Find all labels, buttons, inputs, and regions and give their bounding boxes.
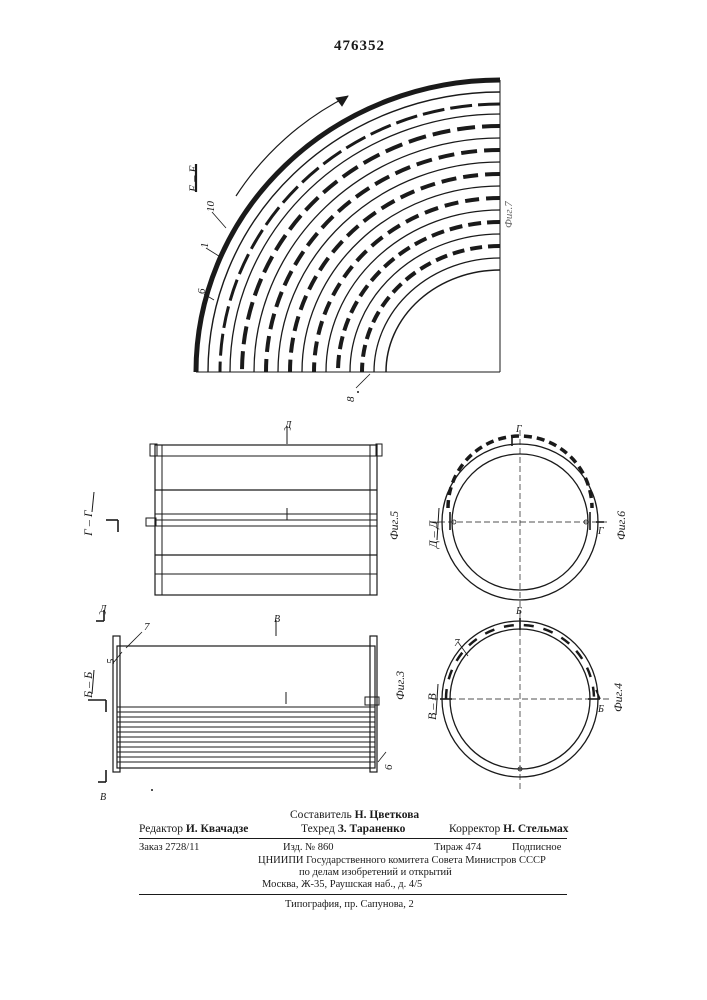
fig7-ref-8: 8 — [345, 396, 357, 402]
editor-role: Редактор — [139, 823, 183, 835]
credits-divider — [139, 838, 567, 839]
corrector-credit: Корректор Н. Стельмах — [449, 823, 569, 835]
edition-number: Изд. № 860 — [283, 842, 334, 853]
fig5-caption: Фиг.5 — [387, 511, 401, 540]
tech-role: Техред — [301, 823, 335, 835]
tech-name: З. Тараненко — [338, 823, 406, 835]
fig3-cut-mark-top: Д — [99, 604, 107, 615]
fig7-caption: Фиг.7 — [503, 201, 515, 228]
fig6-caption: Фиг.6 — [614, 511, 628, 540]
fig4-caption: Фиг.4 — [611, 683, 625, 712]
org-line-2: по делам изобретений и открытий — [299, 867, 452, 878]
fig6-drawing — [430, 430, 610, 612]
fig6-section-label: Д – Д — [426, 519, 440, 549]
fig6-cut-mark: Г — [515, 424, 522, 435]
fig7-drawing — [196, 80, 500, 388]
print-run: Тираж 474 — [434, 842, 481, 853]
org-address: Москва, Ж-35, Раушская наб., д. 4/5 — [262, 879, 422, 890]
fig5-section-label: Г – Г — [81, 509, 95, 537]
fig4-section-label: В – В — [425, 693, 439, 720]
footer-divider — [139, 894, 567, 895]
corrector-role: Корректор — [449, 823, 500, 835]
printer-info: Типография, пр. Сапунова, 2 — [285, 899, 414, 910]
fig7-ref-6: 6 — [196, 288, 208, 294]
subscription-note: Подписное — [512, 842, 561, 853]
tech-editor-credit: Техред З. Тараненко — [301, 823, 405, 835]
editor-name: И. Квачадзе — [186, 823, 248, 835]
fig5-drawing — [92, 426, 382, 595]
fig3-ref-6: 6 — [383, 764, 395, 770]
org-line-1: ЦНИИПИ Государственного комитета Совета … — [258, 855, 546, 866]
fig7-ref-1: 1 — [199, 243, 211, 249]
editor-credit: Редактор И. Квачадзе — [139, 823, 248, 835]
fig6-cut-mark-right: Г — [597, 526, 604, 537]
fig7-section-label: Е – Е — [186, 165, 200, 193]
fig3-caption: Фиг.3 — [393, 671, 407, 700]
fig7-ref-10: 10 — [205, 201, 217, 213]
fig4-ref-7: 7 — [454, 637, 460, 649]
compiler-credit: Составитель Н. Цветкова — [290, 809, 419, 821]
fig3-ref-7: 7 — [144, 621, 150, 633]
compiler-name: Н. Цветкова — [355, 809, 420, 821]
order-number: Заказ 2728/11 — [139, 842, 199, 853]
corrector-name: Н. Стельмах — [503, 823, 568, 835]
fig4-cut-mark: Б — [515, 606, 522, 617]
fig4-cut-mark-right: Б — [597, 704, 604, 715]
compiler-role: Составитель — [290, 809, 352, 821]
fig3-drawing — [88, 610, 386, 782]
fig3-cut-mark-bottom: В — [100, 792, 106, 803]
fig5-cut-mark: Д — [284, 420, 292, 431]
fig3-section-label: Б – Б — [81, 672, 95, 699]
fig3-cut-mark-right: В — [274, 614, 280, 625]
fig3-ref-5: 5 — [105, 658, 117, 664]
